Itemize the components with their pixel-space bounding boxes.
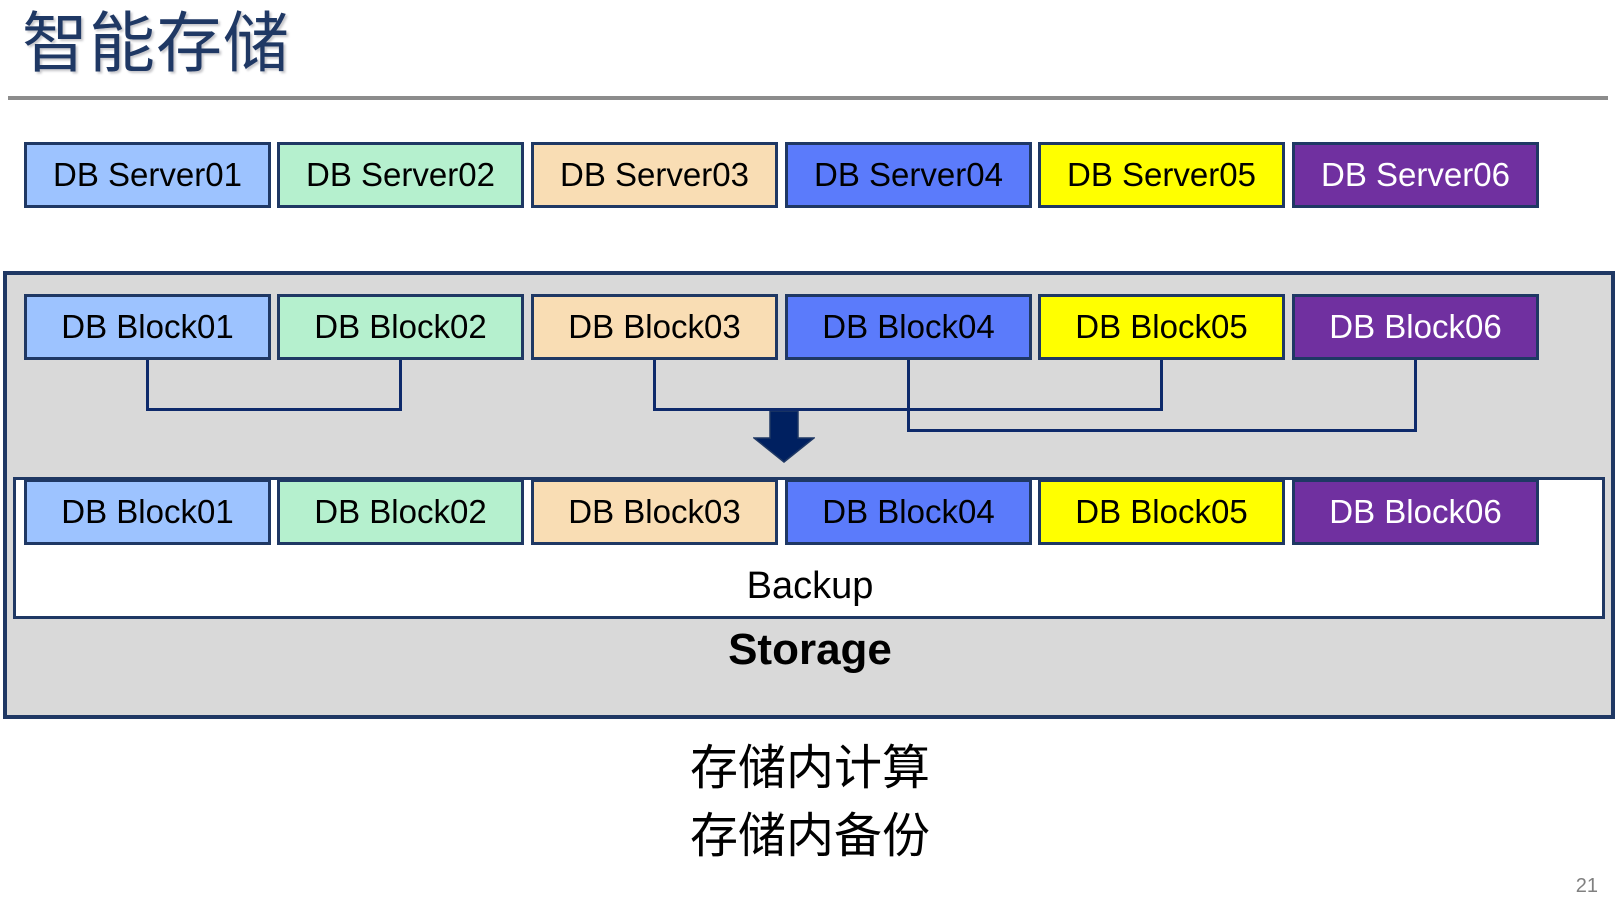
bracket-block01-block02-left-leg [146,360,149,408]
db-block-node-label: DB Block03 [568,308,741,345]
db-block-backup-node-label: DB Block01 [61,493,234,530]
db-server-node-label: DB Server06 [1321,156,1510,193]
down-arrow-glyph [751,410,817,463]
storage-label: Storage [728,625,892,674]
db-block-node-1[interactable]: DB Block01 [24,294,271,360]
bracket-block04-block06-right-leg [1414,360,1417,429]
title-divider [8,96,1608,100]
db-server-node-6[interactable]: DB Server06 [1292,142,1539,208]
db-block-backup-node-2[interactable]: DB Block02 [277,479,524,545]
db-block-node-label: DB Block06 [1329,308,1502,345]
db-block-backup-node-1[interactable]: DB Block01 [24,479,271,545]
db-block-node-label: DB Block02 [314,308,487,345]
db-block-backup-node-label: DB Block02 [314,493,487,530]
bracket-block03-block05-right-leg [1160,360,1163,408]
db-server-node-label: DB Server04 [814,156,1003,193]
db-server-node-3[interactable]: DB Server03 [531,142,778,208]
db-server-node-4[interactable]: DB Server04 [785,142,1032,208]
db-block-backup-node-label: DB Block05 [1075,493,1248,530]
down-arrow-icon [751,410,817,463]
db-block-node-4[interactable]: DB Block04 [785,294,1032,360]
page-title: 智能存储 [22,6,290,80]
bracket-block04-block06-crossbar [907,429,1417,432]
db-block-backup-node-4[interactable]: DB Block04 [785,479,1032,545]
db-server-node-5[interactable]: DB Server05 [1038,142,1285,208]
db-block-backup-node-label: DB Block04 [822,493,995,530]
db-server-node-label: DB Server01 [53,156,242,193]
db-server-node-label: DB Server03 [560,156,749,193]
caption-line-2: 存储内备份 [689,810,930,864]
db-block-node-label: DB Block01 [61,308,234,345]
bracket-block01-block02-crossbar [146,408,402,411]
db-block-node-2[interactable]: DB Block02 [277,294,524,360]
bracket-block03-block05-left-leg [653,360,656,408]
db-block-backup-node-3[interactable]: DB Block03 [531,479,778,545]
page-number: 21 [1575,875,1598,897]
db-block-backup-node-label: DB Block03 [568,493,741,530]
db-server-node-1[interactable]: DB Server01 [24,142,271,208]
bracket-block01-block02-right-leg [399,360,402,408]
db-block-node-6[interactable]: DB Block06 [1292,294,1539,360]
db-server-node-2[interactable]: DB Server02 [277,142,524,208]
db-block-backup-node-6[interactable]: DB Block06 [1292,479,1539,545]
caption-block: 存储内计算存储内备份 [0,735,1620,871]
backup-label: Backup [746,565,874,607]
caption-line-1: 存储内计算 [689,742,930,795]
db-server-node-label: DB Server05 [1067,156,1256,193]
db-block-node-label: DB Block04 [822,308,995,345]
db-block-backup-node-label: DB Block06 [1329,493,1502,530]
db-block-node-3[interactable]: DB Block03 [531,294,778,360]
db-block-node-5[interactable]: DB Block05 [1038,294,1285,360]
db-block-node-label: DB Block05 [1075,308,1248,345]
db-server-node-label: DB Server02 [306,156,495,193]
bracket-block04-block06-left-leg [907,360,910,429]
db-block-backup-node-5[interactable]: DB Block05 [1038,479,1285,545]
